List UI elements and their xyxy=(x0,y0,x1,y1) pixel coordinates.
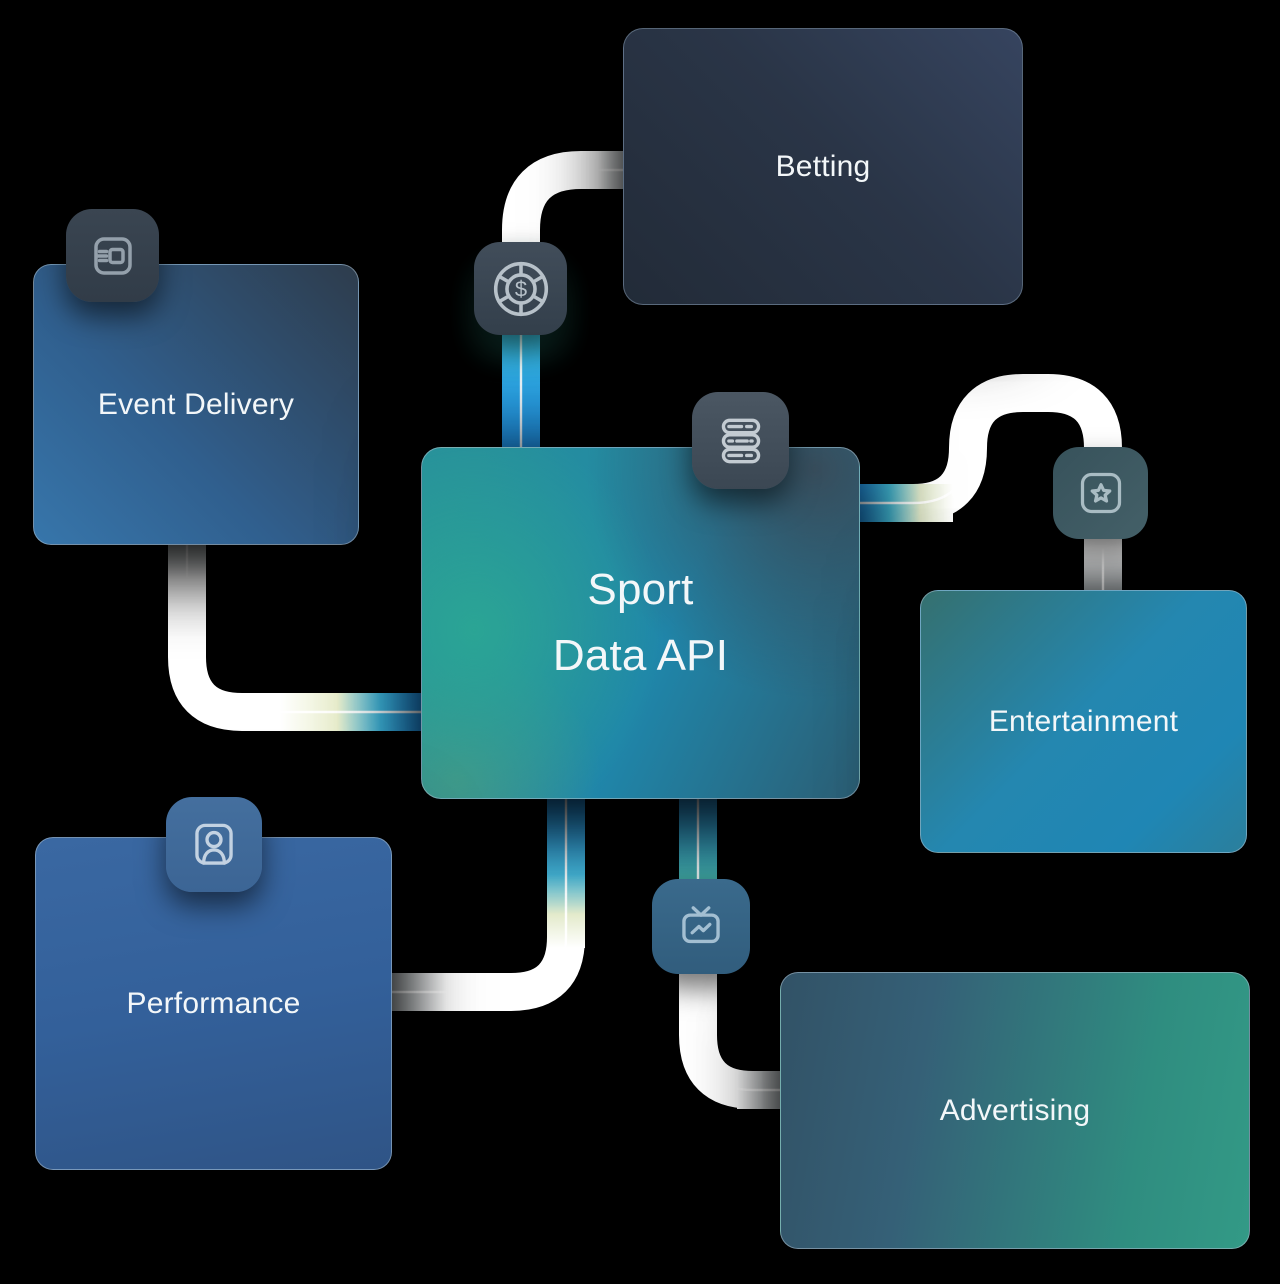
pipe-seam xyxy=(856,391,1105,592)
api-title-line1: Sport xyxy=(587,565,694,614)
api-title: Sport Data API xyxy=(553,557,728,689)
betting-connector-badge: $ xyxy=(474,242,567,335)
pipe-seam xyxy=(519,168,623,296)
pipe-performance xyxy=(387,795,585,1011)
star-app-icon xyxy=(1071,463,1131,523)
entertainment-connector-badge xyxy=(1053,447,1148,539)
person-portrait-icon xyxy=(183,814,245,876)
tv-pulse-icon xyxy=(670,896,732,958)
pipe-seam xyxy=(696,795,784,1092)
node-entertainment: Entertainment xyxy=(920,590,1247,853)
node-event-delivery-label: Event Delivery xyxy=(97,387,295,421)
node-entertainment-label: Entertainment xyxy=(988,704,1179,738)
pipe-event-delivery xyxy=(168,540,424,731)
node-performance-label: Performance xyxy=(126,986,301,1020)
performance-badge xyxy=(166,797,262,892)
node-performance: Performance xyxy=(35,837,392,1170)
api-server-badge xyxy=(692,392,789,489)
shipment-box-icon xyxy=(83,226,143,286)
pipe-seam xyxy=(185,540,424,714)
node-advertising: Advertising xyxy=(780,972,1250,1249)
dollar-symbol: $ xyxy=(514,276,526,301)
pipe-seam xyxy=(387,795,568,994)
node-sport-data-api: Sport Data API xyxy=(421,447,860,799)
server-stack-icon xyxy=(710,410,772,472)
node-advertising-label: Advertising xyxy=(939,1093,1091,1127)
event-delivery-badge xyxy=(66,209,159,302)
node-event-delivery: Event Delivery xyxy=(33,264,359,545)
node-betting: Betting xyxy=(623,28,1023,305)
poker-chip-dollar-icon: $ xyxy=(488,256,554,322)
advertising-connector-badge xyxy=(652,879,750,974)
api-title-line2: Data API xyxy=(552,631,729,680)
node-betting-label: Betting xyxy=(775,149,871,183)
